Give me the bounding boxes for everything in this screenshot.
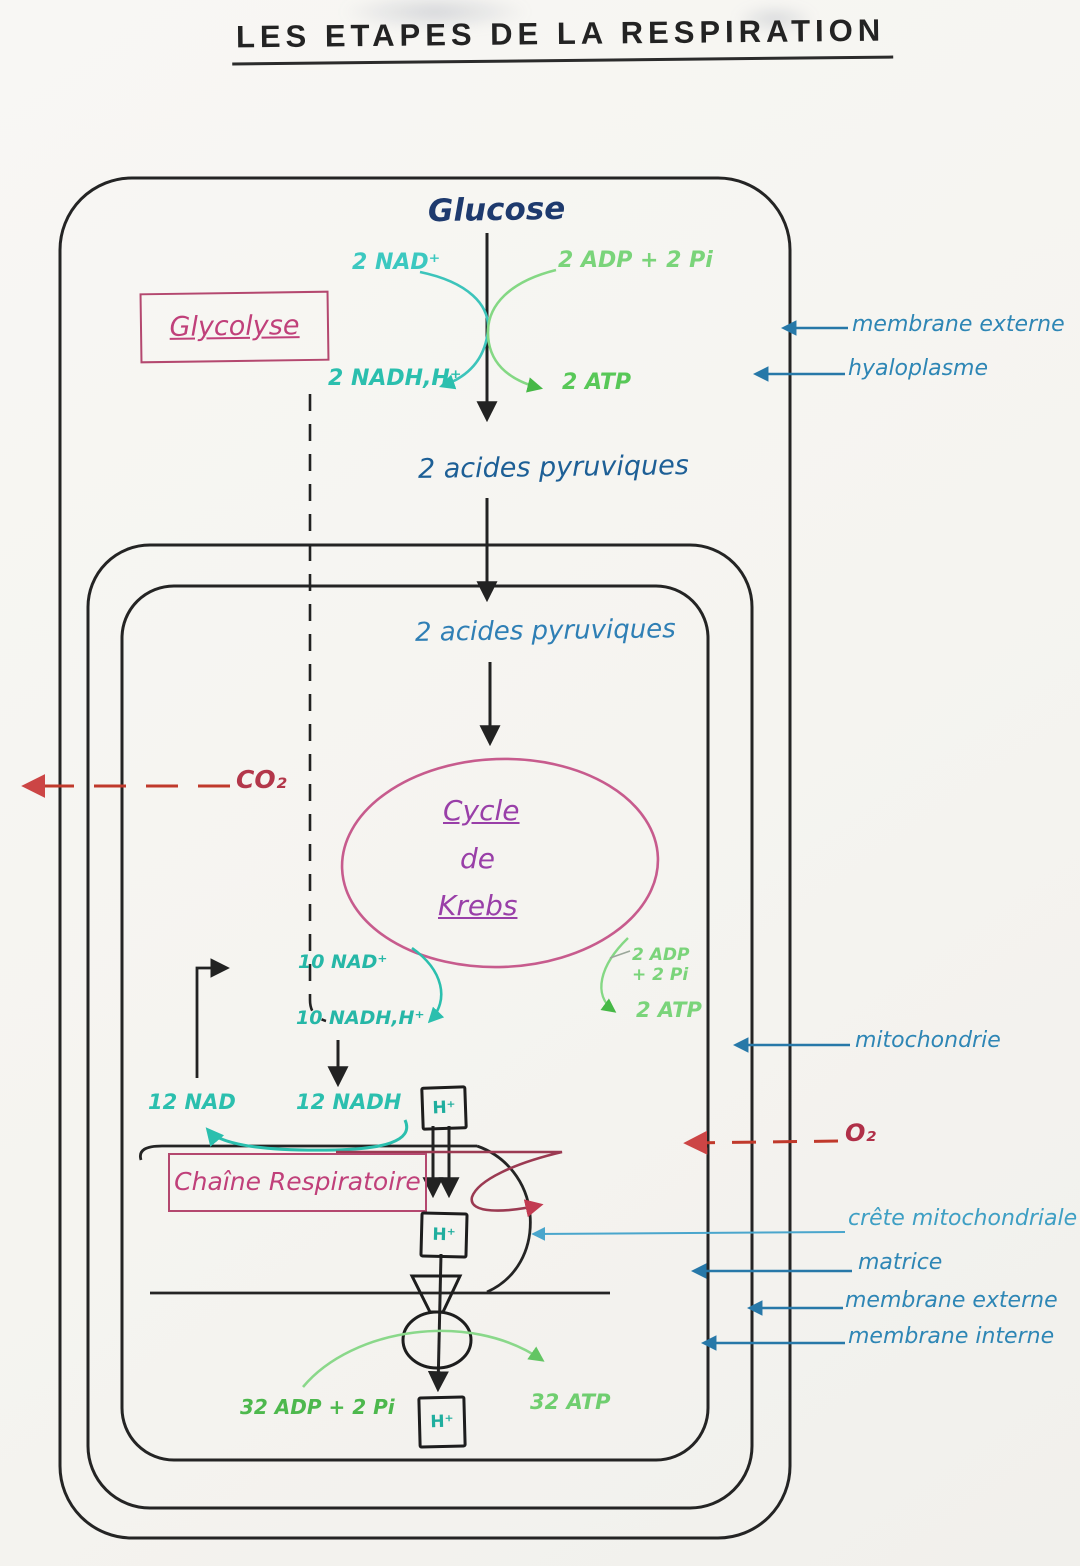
adp-to-atp-synthase-arc [302,1329,545,1388]
glycolyse-box-label: Glycolyse [169,310,300,344]
scan-smudge [340,0,530,30]
membrane-interne-label: membrane interne [848,1324,1055,1349]
pyruvate-cytosol-label: 2 acides pyruviques [417,450,689,485]
krebs-adp-tick [609,950,631,959]
krebs-cycle-shapes [21,757,660,1024]
pool-nad-label: 12 NAD [148,1090,236,1114]
chaine-respiratoire-box: Chaîne Respiratoire [168,1153,427,1212]
glucose-label: Glucose [427,190,566,230]
krebs-atp-out-label: 2 ATP [636,998,702,1022]
nadh-shuttle-dashed-line [308,394,327,1023]
proton-box-matrix-label: H⁺ [432,1097,456,1119]
mitochondria-outer-membrane-outline [86,543,754,1510]
respiratory-chain-arrows [195,958,839,1218]
o2-label: O₂ [845,1119,876,1147]
krebs-label-line3: Krebs [438,889,518,922]
synthase-bulb [401,1310,473,1370]
glycolyse-box: Glycolyse [139,290,330,364]
mitochondrie-label: mitochondrie [855,1028,1001,1053]
synthase-adp-in-label: 32 ADP + 2 Pi [240,1395,395,1419]
glycolysis-flow-arrows [308,233,557,1023]
matrice-label: matrice [858,1250,943,1275]
crete-mitochondriale-arrow [531,1226,846,1241]
electron-water-maroon-arrow [336,1150,563,1218]
pool-nadh-label: 12 NADH [296,1090,402,1114]
page-title: LES ETAPES DE LA RESPIRATION [231,12,894,66]
o2-entry-dashed-arrow [683,1130,839,1155]
atp-synthase-shapes [302,1253,545,1393]
cell-and-organelle-outlines [58,176,792,1540]
krebs-label-line2: de [460,842,495,875]
proton-box-crista-label: H⁺ [432,1224,456,1246]
krebs-cycle-ellipse [340,757,660,969]
membrane-externe-top-label: membrane externe [852,312,1065,337]
mitochondria-inner-membrane-outline [120,584,710,1462]
nadh-to-nad-teal-return-arrow [205,1119,409,1152]
adp-in-label: 2 ADP + 2 Pi [558,248,713,273]
krebs-adp-in-label: 2 ADP + 2 Pi [632,945,690,985]
nad-recycle-elbow-arrow [195,958,230,1078]
proton-box-crista: H⁺ [419,1211,469,1259]
krebs-adp-to-atp-curve [600,937,629,1013]
crista-fold-loop [476,1144,532,1294]
synthase-atp-out-label: 32 ATP [530,1390,611,1414]
proton-box-bottom: H⁺ [417,1395,467,1449]
proton-box-matrix: H⁺ [420,1085,468,1131]
krebs-nad-to-nadh-curve [411,946,445,1024]
nad-in-label: 2 NAD⁺ [352,250,441,275]
krebs-nadh-out-label: 10 NADH,H⁺ [296,1007,425,1029]
atp-out-label: 2 ATP [562,370,632,395]
annotation-arrows [531,320,852,1351]
cell-membrane-outline [58,176,792,1540]
nadh-out-label: 2 NADH,H⁺ [328,366,462,391]
adp-to-atp-curve [486,268,557,393]
chaine-respiratoire-label: Chaîne Respiratoire [174,1167,421,1197]
scan-smudge [735,6,815,32]
crista-upper-line [138,1144,477,1161]
proton-box-bottom-label: H⁺ [430,1411,454,1433]
co2-label: CO₂ [236,765,287,794]
crete-mitochondriale-label: crête mitochondriale [848,1206,1078,1231]
membrane-externe-bottom-label: membrane externe [845,1288,1058,1313]
krebs-label-line1: Cycle [443,794,520,827]
krebs-nad-in-label: 10 NAD⁺ [298,951,388,973]
hyaloplasme-label: hyaloplasme [848,356,989,381]
pyruvate-matrix-label: 2 acides pyruviques [414,614,676,648]
